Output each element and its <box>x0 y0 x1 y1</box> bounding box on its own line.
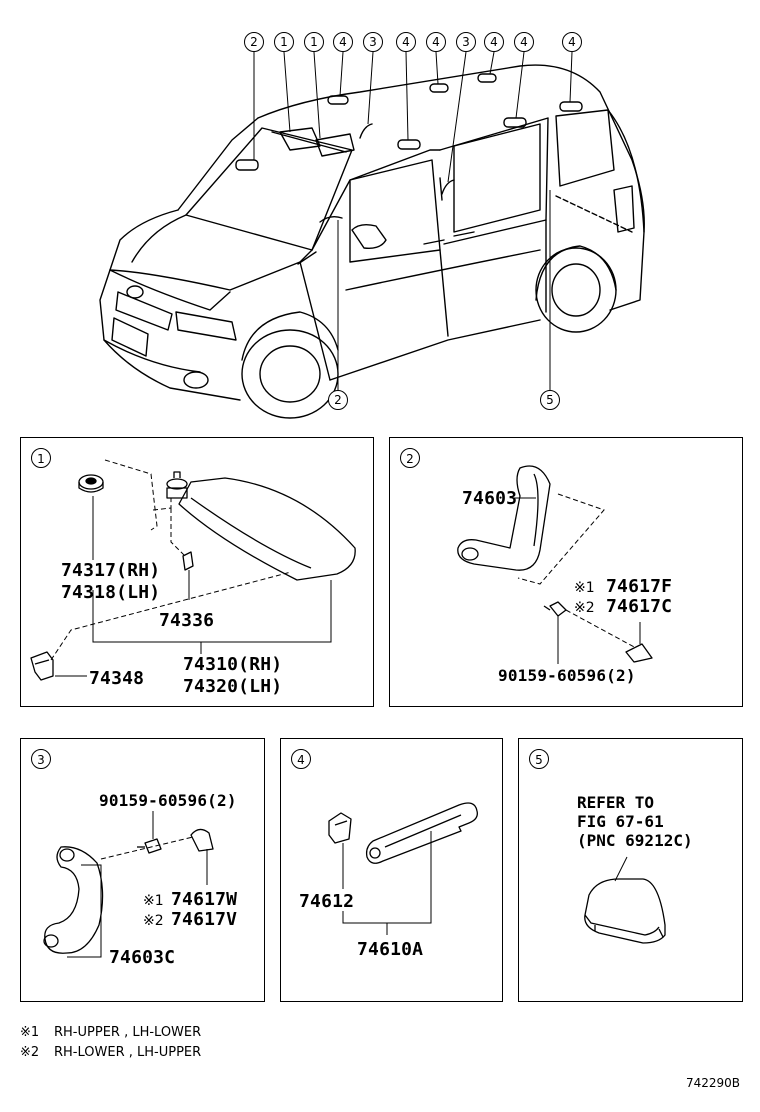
callout-4: 4 <box>562 32 582 52</box>
note-mark-2: ※2 <box>574 600 595 616</box>
callout-2: 2 <box>244 32 264 52</box>
part-90159-60596: 90159-60596(2) <box>99 791 237 810</box>
callout-4: 4 <box>484 32 504 52</box>
panel-number: 1 <box>31 448 51 468</box>
callout-5: 5 <box>540 390 560 410</box>
part-74317: 74317(RH) <box>61 560 161 581</box>
note-mark-1: ※1 <box>143 893 164 909</box>
part-74603: 74603 <box>462 488 518 509</box>
panel-2-assist-grip: 2 74603 ※1 74617F ※2 74617C 90159-60596(… <box>389 437 743 707</box>
part-74318: 74318(LH) <box>61 582 161 603</box>
callout-4: 4 <box>333 32 353 52</box>
panel-number: 2 <box>400 448 420 468</box>
panel-4-coat-hook: 4 74612 74610A <box>280 738 503 1002</box>
part-74612: 74612 <box>299 891 355 912</box>
note-mark-1: ※1 <box>574 580 595 596</box>
part-74310: 74310(RH) <box>183 654 283 675</box>
panel-1-drawing <box>30 459 356 681</box>
callout-4: 4 <box>514 32 534 52</box>
callout-1: 1 <box>304 32 324 52</box>
panel-2-drawing <box>457 465 653 664</box>
panel-5-reference: 5 REFER TO FIG 67-61 (PNC 69212C) <box>518 738 743 1002</box>
panel-number: 3 <box>31 749 51 769</box>
callout-4: 4 <box>396 32 416 52</box>
figure-code: 742290B <box>686 1076 741 1090</box>
part-74617C: 74617C <box>606 596 673 617</box>
callout-3: 3 <box>363 32 383 52</box>
reference-note: REFER TO FIG 67-61 (PNC 69212C) <box>577 793 693 850</box>
part-74617V: 74617V <box>171 909 238 930</box>
part-74320: 74320(LH) <box>183 676 283 697</box>
panel-3-assist-grip: 3 90159-60596(2) ※1 74617W ※2 74617V 746… <box>20 738 265 1002</box>
footnote-2-text: RH-LOWER , LH-UPPER <box>54 1045 202 1060</box>
panel-number: 4 <box>291 749 311 769</box>
callout-3: 3 <box>456 32 476 52</box>
vehicle-illustration <box>99 51 645 419</box>
panel-5-drawing <box>584 856 666 944</box>
callout-2: 2 <box>328 390 348 410</box>
panel-1-sunvisor: 1 <box>20 437 374 707</box>
panel-3-drawing <box>43 811 214 958</box>
callout-4: 4 <box>426 32 446 52</box>
footnote-1-mark: ※1 <box>20 1025 40 1040</box>
part-90159-60596: 90159-60596(2) <box>498 666 636 685</box>
part-74336: 74336 <box>159 610 215 631</box>
part-74610A: 74610A <box>357 939 424 960</box>
part-74348: 74348 <box>89 668 145 689</box>
footnote-1-text: RH-UPPER , LH-LOWER <box>54 1025 202 1040</box>
vehicle-overview: 2 1 1 4 3 4 4 3 4 4 4 2 5 <box>0 0 760 430</box>
part-74617F: 74617F <box>606 576 673 597</box>
panel-4-drawing <box>328 802 478 935</box>
footnote-2-mark: ※2 <box>20 1045 40 1060</box>
part-74617W: 74617W <box>171 889 238 910</box>
note-mark-2: ※2 <box>143 913 164 929</box>
panel-number: 5 <box>529 749 549 769</box>
part-74603C: 74603C <box>109 947 176 968</box>
callout-1: 1 <box>274 32 294 52</box>
